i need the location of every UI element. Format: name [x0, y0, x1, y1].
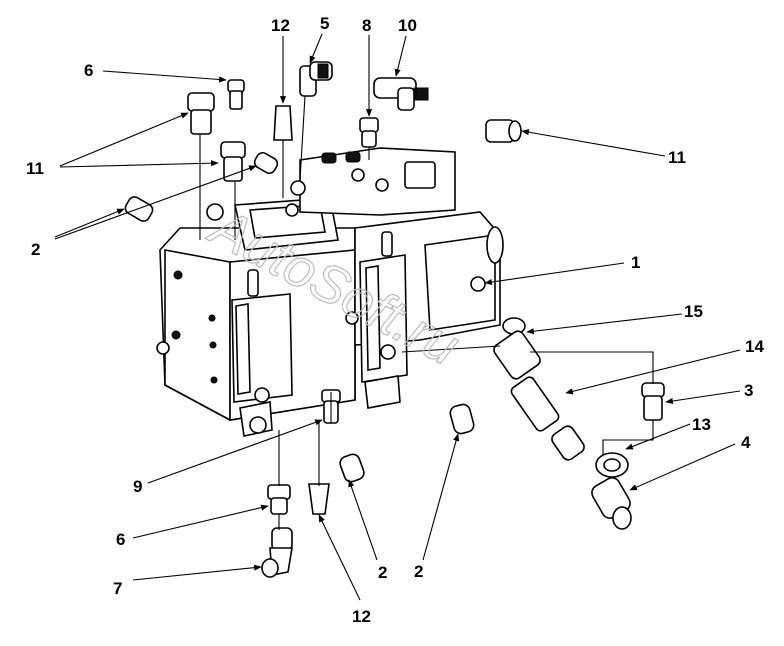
fitting-11-centre — [220, 141, 246, 182]
fittings — [124, 61, 665, 578]
fitting-12-bottom — [308, 483, 330, 515]
callout-12-bottom: 12 — [352, 607, 371, 626]
callout-11-right: 11 — [668, 148, 686, 167]
callout-2-right: 2 — [414, 562, 423, 581]
cap-2-right — [449, 403, 475, 435]
callout-6-top: 6 — [84, 61, 93, 80]
callout-2-left: 2 — [31, 240, 40, 259]
cap-2-top — [253, 151, 279, 175]
hose-assembly — [493, 317, 632, 530]
fitting-7 — [261, 527, 293, 578]
fitting-12-top — [273, 105, 293, 141]
leader-lines — [54, 33, 741, 601]
callout-labels: 6 11 11 2 12 5 8 10 1 15 14 3 13 4 9 6 7… — [26, 14, 764, 626]
callout-10: 10 — [398, 16, 417, 35]
fitting-11-left — [187, 92, 215, 135]
callout-2-bottom: 2 — [378, 563, 387, 582]
fitting-3 — [641, 382, 665, 421]
fitting-10 — [373, 77, 429, 111]
callout-9: 9 — [133, 477, 142, 496]
callout-5: 5 — [320, 14, 329, 33]
fitting-6-top — [227, 79, 245, 110]
fitting-8 — [359, 117, 379, 148]
callout-15: 15 — [684, 302, 703, 321]
callout-11-left: 11 — [26, 159, 44, 178]
fitting-6-bottom — [267, 484, 291, 515]
valve-assembly — [156, 147, 504, 437]
callout-7: 7 — [113, 579, 122, 598]
callout-14: 14 — [745, 337, 764, 356]
callout-1: 1 — [631, 253, 640, 272]
fitting-5 — [299, 61, 333, 97]
callout-6-bottom: 6 — [116, 530, 125, 549]
callout-4: 4 — [741, 433, 751, 452]
callout-3: 3 — [744, 381, 753, 400]
callout-12-top: 12 — [271, 16, 290, 35]
cap-2-bottom — [339, 453, 365, 483]
fitting-11-right — [485, 119, 522, 143]
callout-13: 13 — [692, 415, 711, 434]
callout-8: 8 — [362, 16, 371, 35]
